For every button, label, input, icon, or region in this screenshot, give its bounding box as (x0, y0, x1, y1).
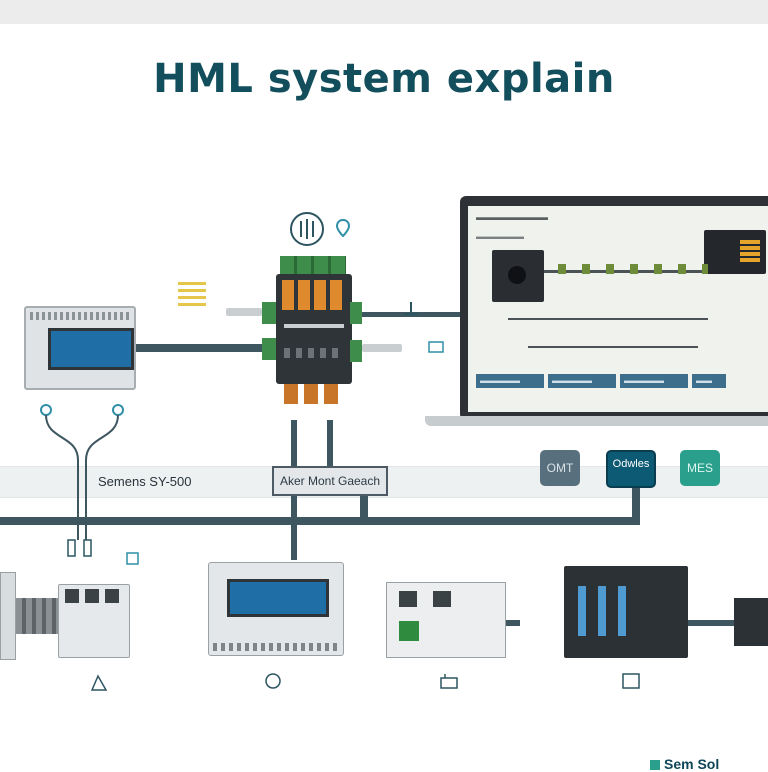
hmi-pipe-bottom (528, 346, 698, 348)
fuse-pair-icon (67, 539, 92, 557)
hmi-valves (558, 264, 708, 274)
hmi-button-1[interactable]: ▬▬▬▬▬ (476, 374, 544, 388)
device-icon-4 (622, 673, 640, 689)
ot-tag[interactable]: OMT (540, 450, 580, 486)
monitor-small-icon (428, 341, 444, 353)
brand-logo: Sem Sol (650, 756, 719, 772)
wire-bottom-right (688, 620, 738, 626)
plc-tag-icon (126, 552, 139, 565)
hmi-screen: ▬▬▬▬▬▬▬▬ ▬▬▬▬▬▬ ▬▬▬▬▬ ▬▬▬▬▬ ▬▬▬▬▬ ▬▬ (468, 206, 768, 412)
hmi-button-2[interactable]: ▬▬▬▬▬ (548, 374, 616, 388)
plug-right (362, 344, 402, 352)
connector-right-lower (350, 340, 362, 362)
antenna-icon (290, 212, 324, 246)
hmi-screen-heading: ▬▬▬▬▬▬▬▬ (476, 212, 548, 222)
central-controller (276, 274, 352, 384)
io-module (386, 582, 506, 658)
connector-right (350, 302, 362, 324)
right-edge-device (734, 598, 768, 646)
logo-text: Sem Sol (664, 756, 720, 772)
power-supply-display (48, 328, 134, 370)
hmi-button-3[interactable]: ▬▬▬▬▬ (620, 374, 688, 388)
controller-label-strip (284, 324, 344, 328)
logo-mark-icon (650, 760, 660, 771)
rack-modules (564, 566, 688, 658)
connector-left-lower (262, 338, 276, 360)
device-icon-1 (90, 674, 108, 691)
controller-terminal-bottom (284, 384, 342, 404)
power-supply-grille (30, 312, 130, 320)
diagram-title: HML system explain (153, 56, 615, 102)
odwles-tag[interactable]: Odwles (606, 450, 656, 488)
plc-unit (208, 562, 344, 656)
motor-icon (508, 266, 526, 284)
power-supply-cables (40, 404, 124, 540)
gateway-box: Aker Mont Gaeach (272, 466, 388, 496)
wire-bottom-mid (505, 620, 520, 626)
rack-slots (578, 586, 638, 636)
drive-shaft (16, 598, 60, 634)
breaker-left-edge (0, 572, 16, 660)
controller-relays (282, 280, 346, 310)
location-pin-icon (336, 219, 350, 237)
io-module-port-2 (433, 591, 451, 607)
wire-down-right (327, 420, 333, 480)
device-icon-3 (440, 674, 458, 689)
top-bar (0, 0, 768, 24)
connector-left (262, 302, 276, 324)
plc-terminals (213, 643, 339, 651)
signal-lines-icon (178, 282, 206, 306)
controller-leds (284, 348, 344, 358)
hmi-control-grid (740, 238, 760, 262)
hmi-button-4[interactable]: ▬▬ (692, 374, 726, 388)
hmi-pipe-lower (508, 318, 708, 320)
hmi-control-panel (704, 230, 766, 274)
controller-terminal-top (280, 256, 346, 274)
wire-bus-left-riser (360, 480, 368, 525)
wire-horizontal-bus (0, 517, 640, 525)
hmi-screen-subheading: ▬▬▬▬▬▬ (476, 232, 524, 241)
wire-left-power (136, 344, 276, 352)
plc-display (227, 579, 329, 617)
hmi-motor-block (492, 250, 544, 302)
io-module-port-1 (399, 591, 417, 607)
breaker-switches (65, 589, 123, 603)
plug-left (226, 308, 262, 316)
mes-tag[interactable]: MES (680, 450, 720, 486)
device-icon-2 (265, 673, 281, 689)
junction-icon (404, 302, 418, 316)
plc-model-label: Semens SY-500 (98, 474, 192, 489)
power-supply-unit (24, 306, 136, 390)
circuit-breaker (58, 584, 130, 658)
io-module-green-board (399, 621, 419, 641)
wire-bus-riser (632, 488, 640, 525)
laptop-base (425, 416, 768, 426)
